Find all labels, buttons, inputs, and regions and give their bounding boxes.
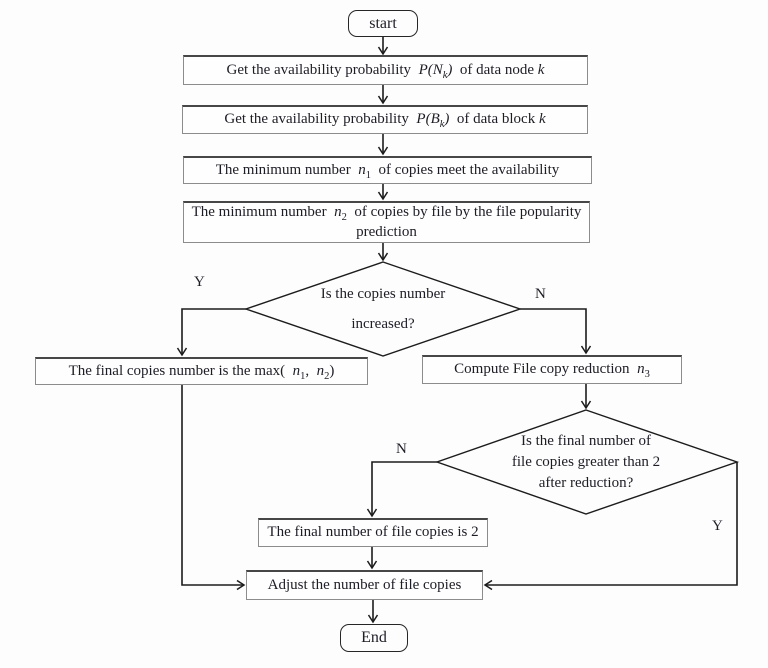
process-get-block-availability: Get the availability probability P(Bk) o… bbox=[182, 105, 588, 134]
decision1-yes-label: Y bbox=[194, 274, 205, 290]
start-node: start bbox=[348, 10, 418, 37]
process-final-copies-max-label: The final copies number is the max( n1, … bbox=[68, 362, 335, 382]
connector-decision1-yes-to-b5 bbox=[176, 308, 246, 357]
process-minimum-copies-n1-label: The minimum number n1 of copies meet the… bbox=[215, 161, 560, 181]
process-minimum-copies-n2: The minimum number n2 of copies by file … bbox=[183, 201, 590, 243]
end-node: End bbox=[340, 624, 408, 652]
process-final-copies-is-2: The final number of file copies is 2 bbox=[258, 518, 488, 547]
connector-decision2-yes-to-b8 bbox=[483, 462, 738, 591]
connector-decision2-no-to-b7 bbox=[366, 461, 437, 518]
connector-b5-to-b8 bbox=[181, 385, 246, 591]
end-label: End bbox=[361, 629, 387, 646]
decision2-line2: file copies greater than 2 bbox=[511, 453, 661, 470]
process-get-node-availability-label: Get the availability probability P(Nk) o… bbox=[226, 61, 545, 81]
process-minimum-copies-n2-label: The minimum number n2 of copies by file … bbox=[191, 204, 582, 240]
decision1-text: Is the copies number increased? bbox=[256, 266, 510, 352]
connector-decision1-no-to-b6 bbox=[520, 308, 592, 355]
decision1-diamond bbox=[243, 261, 523, 357]
decision2-diamond bbox=[434, 409, 740, 515]
decision1-line1: Is the copies number bbox=[320, 285, 446, 302]
process-adjust-copies-label: Adjust the number of file copies bbox=[267, 576, 462, 593]
process-get-node-availability: Get the availability probability P(Nk) o… bbox=[183, 55, 588, 85]
process-final-copies-max: The final copies number is the max( n1, … bbox=[35, 357, 368, 385]
process-minimum-copies-n1: The minimum number n1 of copies meet the… bbox=[183, 156, 592, 184]
start-label: start bbox=[369, 14, 397, 32]
decision1-line2: increased? bbox=[351, 315, 415, 332]
process-get-block-availability-label: Get the availability probability P(Bk) o… bbox=[224, 111, 546, 131]
decision2-line1: Is the final number of bbox=[521, 432, 651, 449]
decision1-no-label: N bbox=[535, 286, 546, 302]
process-final-copies-is-2-label: The final number of file copies is 2 bbox=[267, 524, 479, 541]
process-compute-reduction-n3: Compute File copy reduction n3 bbox=[422, 355, 682, 384]
decision2-text: Is the final number of file copies great… bbox=[446, 414, 726, 510]
decision2-line3: after reduction? bbox=[538, 474, 634, 491]
decision2-yes-label: Y bbox=[712, 518, 723, 534]
decision2-no-label: N bbox=[396, 441, 407, 457]
process-compute-reduction-n3-label: Compute File copy reduction n3 bbox=[454, 361, 650, 381]
process-adjust-copies: Adjust the number of file copies bbox=[246, 570, 483, 600]
